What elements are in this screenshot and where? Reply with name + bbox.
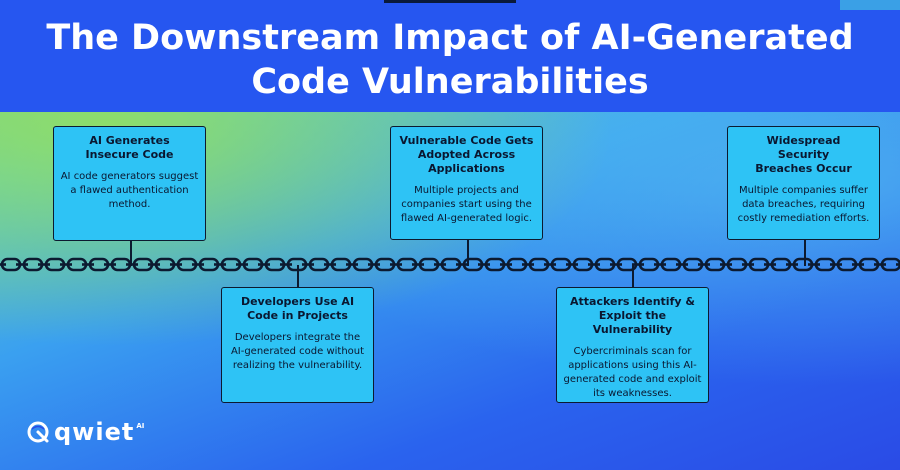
qwiet-swirl-icon — [27, 421, 49, 443]
title-bar: The Downstream Impact of AI-Generated Co… — [0, 0, 900, 112]
stage-title: Vulnerable Code Gets Adopted Across Appl… — [399, 134, 534, 175]
chain-link-icon — [0, 257, 900, 272]
title-accent-line — [384, 0, 516, 3]
stage-card-1: AI Generates Insecure Code AI code gener… — [53, 126, 206, 241]
stage-body: AI code generators suggest a flawed auth… — [60, 171, 199, 210]
stage-card-5: Widespread Security Breaches Occur Multi… — [727, 126, 880, 240]
stem-3 — [467, 240, 469, 266]
stage-card-2: Developers Use AI Code in Projects Devel… — [221, 287, 374, 403]
stem-2 — [297, 265, 299, 287]
page-title: The Downstream Impact of AI-Generated Co… — [0, 16, 900, 104]
stage-body: Developers integrate the AI-generated co… — [230, 332, 365, 371]
page-title-text: The Downstream Impact of AI-Generated Co… — [46, 18, 854, 102]
stage-title: Attackers Identify & Exploit the Vulnera… — [570, 295, 695, 336]
logo-wordmark: qwiet — [54, 418, 135, 446]
stage-body: Multiple projects and companies start us… — [400, 185, 533, 224]
stem-5 — [804, 240, 806, 266]
stage-card-4: Attackers Identify & Exploit the Vulnera… — [556, 287, 709, 403]
stage-title: AI Generates Insecure Code — [85, 134, 174, 161]
title-accent-corner — [840, 0, 900, 10]
chain-link — [880, 257, 900, 272]
stage-title: Widespread Security Breaches Occur — [755, 134, 852, 175]
stage-body: Multiple companies suffer data breaches,… — [737, 185, 870, 224]
stage-body: Cybercriminals scan for applications usi… — [563, 346, 702, 399]
stem-4 — [632, 265, 634, 287]
stage-card-3: Vulnerable Code Gets Adopted Across Appl… — [390, 126, 543, 240]
stage-title: Developers Use AI Code in Projects — [240, 295, 355, 322]
logo-suffix: AI — [136, 422, 145, 430]
stem-1 — [130, 241, 132, 266]
qwiet-logo: qwiet AI — [26, 418, 144, 446]
